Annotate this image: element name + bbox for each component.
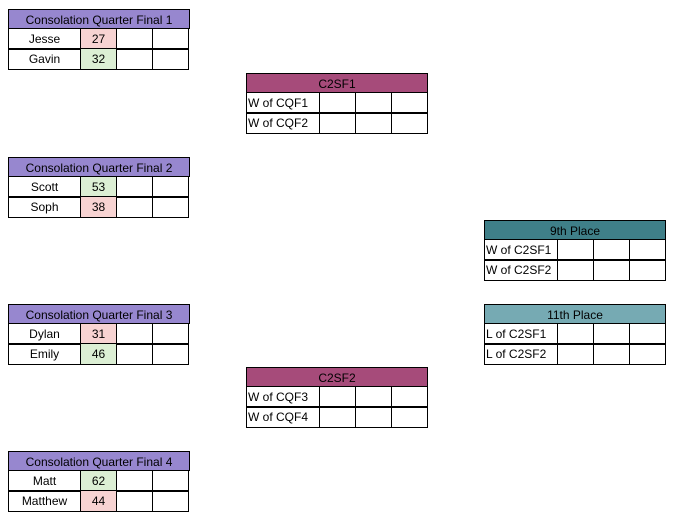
empty-cell[interactable] xyxy=(116,323,153,345)
empty-cell[interactable] xyxy=(391,386,428,408)
empty-cell[interactable] xyxy=(116,470,153,492)
player-row: Dylan 31 xyxy=(8,323,190,345)
empty-cell[interactable] xyxy=(152,48,189,70)
slot-row: W of C2SF1 xyxy=(484,239,666,261)
match-header: C2SF2 xyxy=(246,367,428,387)
score-cell[interactable] xyxy=(557,343,594,365)
match-header: 9th Place xyxy=(484,220,666,240)
player-name[interactable]: Matt xyxy=(8,470,81,492)
slot-row: L of C2SF1 xyxy=(484,323,666,345)
empty-cell[interactable] xyxy=(391,406,428,428)
player-score[interactable]: 38 xyxy=(80,196,117,218)
empty-cell[interactable] xyxy=(152,323,189,345)
empty-cell[interactable] xyxy=(355,406,392,428)
empty-cell[interactable] xyxy=(116,196,153,218)
match-header: Consolation Quarter Final 2 xyxy=(8,157,190,177)
player-score[interactable]: 32 xyxy=(80,48,117,70)
match-cqf1: Consolation Quarter Final 1 Jesse 27 Gav… xyxy=(8,9,190,70)
player-score[interactable]: 46 xyxy=(80,343,117,365)
slot-label[interactable]: W of C2SF2 xyxy=(484,259,558,281)
slot-row: W of CQF3 xyxy=(246,386,428,408)
player-score[interactable]: 62 xyxy=(80,470,117,492)
empty-cell[interactable] xyxy=(355,112,392,134)
player-name[interactable]: Jesse xyxy=(8,28,81,50)
empty-cell[interactable] xyxy=(116,343,153,365)
slot-row: L of C2SF2 xyxy=(484,343,666,365)
player-name[interactable]: Emily xyxy=(8,343,81,365)
empty-cell[interactable] xyxy=(116,176,153,198)
empty-cell[interactable] xyxy=(629,259,666,281)
score-cell[interactable] xyxy=(319,112,356,134)
score-cell[interactable] xyxy=(557,259,594,281)
empty-cell[interactable] xyxy=(152,490,189,512)
player-row: Scott 53 xyxy=(8,176,190,198)
empty-cell[interactable] xyxy=(152,28,189,50)
match-header: Consolation Quarter Final 4 xyxy=(8,451,190,471)
player-row: Gavin 32 xyxy=(8,48,190,70)
player-name[interactable]: Soph xyxy=(8,196,81,218)
empty-cell[interactable] xyxy=(152,343,189,365)
empty-cell[interactable] xyxy=(116,490,153,512)
player-score[interactable]: 27 xyxy=(80,28,117,50)
score-cell[interactable] xyxy=(557,239,594,261)
empty-cell[interactable] xyxy=(629,343,666,365)
player-name[interactable]: Matthew xyxy=(8,490,81,512)
score-cell[interactable] xyxy=(319,406,356,428)
player-name[interactable]: Gavin xyxy=(8,48,81,70)
match-cqf2: Consolation Quarter Final 2 Scott 53 Sop… xyxy=(8,157,190,218)
match-header: Consolation Quarter Final 3 xyxy=(8,304,190,324)
slot-label[interactable]: W of CQF3 xyxy=(246,386,320,408)
empty-cell[interactable] xyxy=(152,176,189,198)
slot-label[interactable]: W of CQF4 xyxy=(246,406,320,428)
slot-label[interactable]: L of C2SF1 xyxy=(484,323,558,345)
score-cell[interactable] xyxy=(319,92,356,114)
match-header: Consolation Quarter Final 1 xyxy=(8,9,190,29)
match-cqf3: Consolation Quarter Final 3 Dylan 31 Emi… xyxy=(8,304,190,365)
player-score[interactable]: 44 xyxy=(80,490,117,512)
player-score[interactable]: 31 xyxy=(80,323,117,345)
slot-label[interactable]: W of C2SF1 xyxy=(484,239,558,261)
empty-cell[interactable] xyxy=(152,196,189,218)
match-header: C2SF1 xyxy=(246,73,428,93)
empty-cell[interactable] xyxy=(116,48,153,70)
match-cqf4: Consolation Quarter Final 4 Matt 62 Matt… xyxy=(8,451,190,512)
slot-label[interactable]: W of CQF2 xyxy=(246,112,320,134)
slot-label[interactable]: L of C2SF2 xyxy=(484,343,558,365)
match-c2sf2: C2SF2 W of CQF3 W of CQF4 xyxy=(246,367,428,428)
slot-row: W of CQF1 xyxy=(246,92,428,114)
player-row: Emily 46 xyxy=(8,343,190,365)
player-row: Matt 62 xyxy=(8,470,190,492)
match-c2sf1: C2SF1 W of CQF1 W of CQF2 xyxy=(246,73,428,134)
player-row: Soph 38 xyxy=(8,196,190,218)
empty-cell[interactable] xyxy=(593,259,630,281)
slot-row: W of C2SF2 xyxy=(484,259,666,281)
player-name[interactable]: Scott xyxy=(8,176,81,198)
empty-cell[interactable] xyxy=(629,239,666,261)
score-cell[interactable] xyxy=(319,386,356,408)
player-row: Matthew 44 xyxy=(8,490,190,512)
empty-cell[interactable] xyxy=(116,28,153,50)
match-header: 11th Place xyxy=(484,304,666,324)
score-cell[interactable] xyxy=(557,323,594,345)
empty-cell[interactable] xyxy=(593,323,630,345)
empty-cell[interactable] xyxy=(391,112,428,134)
empty-cell[interactable] xyxy=(355,386,392,408)
slot-label[interactable]: W of CQF1 xyxy=(246,92,320,114)
empty-cell[interactable] xyxy=(152,470,189,492)
slot-row: W of CQF4 xyxy=(246,406,428,428)
empty-cell[interactable] xyxy=(391,92,428,114)
empty-cell[interactable] xyxy=(629,323,666,345)
match-11th-place: 11th Place L of C2SF1 L of C2SF2 xyxy=(484,304,666,365)
player-name[interactable]: Dylan xyxy=(8,323,81,345)
empty-cell[interactable] xyxy=(593,343,630,365)
slot-row: W of CQF2 xyxy=(246,112,428,134)
empty-cell[interactable] xyxy=(355,92,392,114)
player-score[interactable]: 53 xyxy=(80,176,117,198)
empty-cell[interactable] xyxy=(593,239,630,261)
match-9th-place: 9th Place W of C2SF1 W of C2SF2 xyxy=(484,220,666,281)
player-row: Jesse 27 xyxy=(8,28,190,50)
